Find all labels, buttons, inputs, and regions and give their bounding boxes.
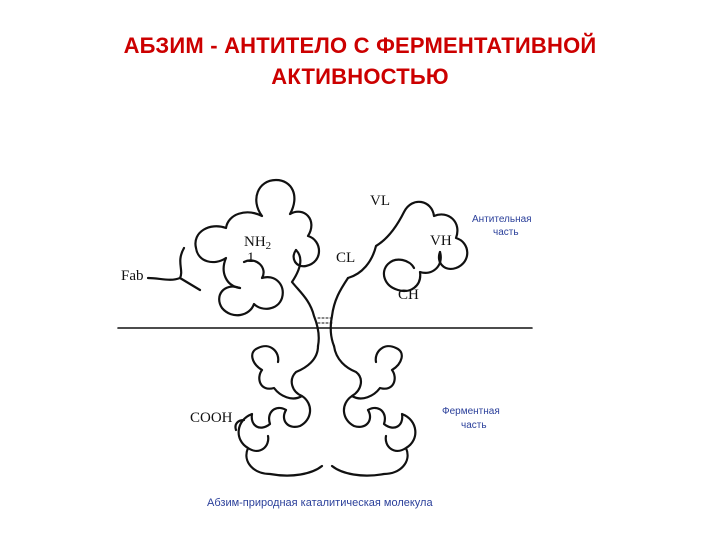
nh2-label-text: NH [244,234,266,250]
diagram-caption: Абзим-природная каталитическая молекула [207,497,433,509]
cl-label: CL [336,250,355,266]
right-heavy-chain [331,278,348,346]
fab-bracket [148,248,200,290]
right-enzyme-domain [332,346,415,476]
one-label: 1 [247,250,255,266]
vl-label: VL [370,193,390,209]
cooh-label: COOH [190,410,233,426]
antibody-part-label-line1: Антительная [472,214,532,225]
right-lower-domain [384,252,441,291]
left-lower-domain [219,260,283,315]
enzyme-part-label-line2: часть [461,420,487,431]
antibody-part-label-line2: часть [493,227,519,238]
vh-label: VH [430,233,452,249]
nh2-subscript: 2 [266,240,272,252]
enzyme-part-label-line1: Ферментная [442,406,500,417]
fab-label: Fab [121,268,144,284]
left-enzyme-domain [239,346,322,476]
ch-label: CH [398,287,419,303]
